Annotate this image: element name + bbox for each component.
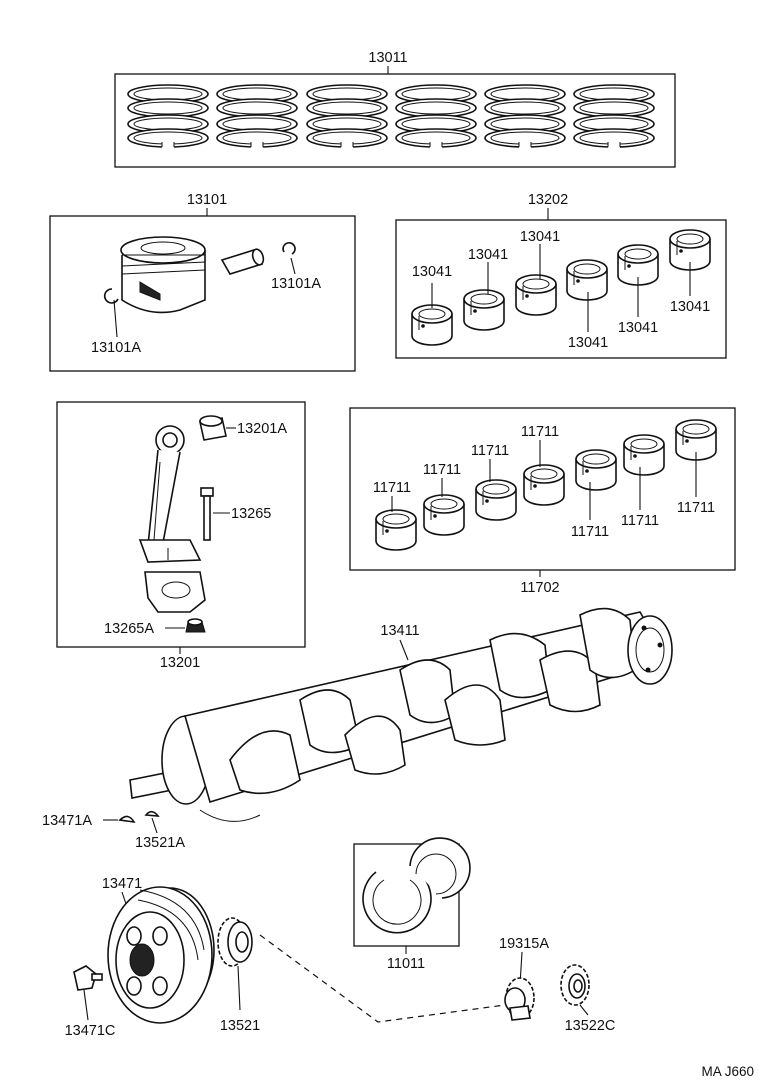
label-timing-gear: 13521	[220, 1018, 260, 1034]
crankshaft-icon	[129, 607, 673, 822]
label-main-bearing-7: 11711	[677, 500, 715, 516]
pump-drive-gear-2-icon	[560, 964, 590, 1006]
diagram-code: MA J660	[701, 1064, 754, 1079]
gear-key	[144, 810, 160, 817]
label-main-bearing-3: 11711	[471, 443, 509, 459]
label-pump-drive-gear: 19315A	[499, 936, 549, 952]
piston-box	[49, 215, 356, 372]
label-crankshaft: 13411	[380, 623, 419, 639]
label-thrust-washer-set: 11011	[387, 956, 425, 972]
main-bearing-box	[349, 407, 736, 571]
label-conrod-bearing-5: 13041	[618, 320, 658, 336]
conrod-bushing	[199, 415, 227, 441]
connecting-rod-box	[56, 401, 306, 648]
piston-icon	[120, 236, 206, 314]
label-conrod-assy: 13201	[160, 655, 200, 671]
label-conrod-bolt: 13265	[231, 506, 271, 522]
bearing-shell-icon	[411, 229, 711, 346]
label-conrod-nut: 13265A	[104, 621, 154, 637]
label-conrod-bearing-2: 13041	[468, 247, 508, 263]
label-crank-pulley: 13471	[102, 876, 142, 892]
piston-ring-set-icon	[127, 84, 655, 149]
conrod-bolt	[200, 487, 214, 541]
label-gear-key: 13521A	[135, 835, 185, 851]
conrod-bearing-box	[395, 219, 727, 359]
label-piston-assy: 13101	[187, 192, 227, 208]
piston-pin	[220, 248, 265, 275]
label-conrod-bearing-4: 13041	[568, 335, 608, 351]
label-piston-clip-left: 13101A	[91, 340, 141, 356]
label-conrod-bearing-set: 13202	[528, 192, 568, 208]
connecting-rod-icon	[138, 425, 206, 613]
label-conrod-bushing: 13201A	[237, 421, 287, 437]
label-conrod-bearing-6: 13041	[670, 299, 710, 315]
pulley-bolt	[73, 965, 103, 991]
pulley-key	[118, 815, 136, 824]
crank-pulley-icon	[107, 886, 215, 1024]
label-pulley-bolt: 13471C	[65, 1023, 116, 1039]
piston-ring-set-box	[114, 73, 676, 168]
label-conrod-bearing-3: 13041	[520, 229, 560, 245]
piston-clip-left	[103, 288, 119, 304]
label-piston-ring-set: 13011	[368, 50, 407, 66]
pump-drive-gear-icon	[504, 977, 535, 1021]
label-main-bearing-set: 11702	[520, 580, 559, 596]
sprocket-gear-icon	[217, 917, 253, 967]
label-pump-drive-gear-2: 13522C	[565, 1018, 616, 1034]
piston-clip-right	[282, 241, 296, 255]
label-main-bearing-6: 11711	[621, 513, 659, 529]
conrod-nut	[185, 618, 206, 633]
label-conrod-bearing-1: 13041	[412, 264, 452, 280]
thrust-washer-icon	[362, 837, 471, 934]
label-piston-clip-right: 13101A	[271, 276, 321, 292]
label-main-bearing-4: 11711	[521, 424, 559, 440]
label-main-bearing-1: 11711	[373, 480, 411, 496]
gear-alignment-leader	[259, 934, 506, 1023]
label-main-bearing-5: 11711	[571, 524, 609, 540]
label-main-bearing-2: 11711	[423, 462, 461, 478]
label-pulley-key: 13471A	[42, 813, 92, 829]
